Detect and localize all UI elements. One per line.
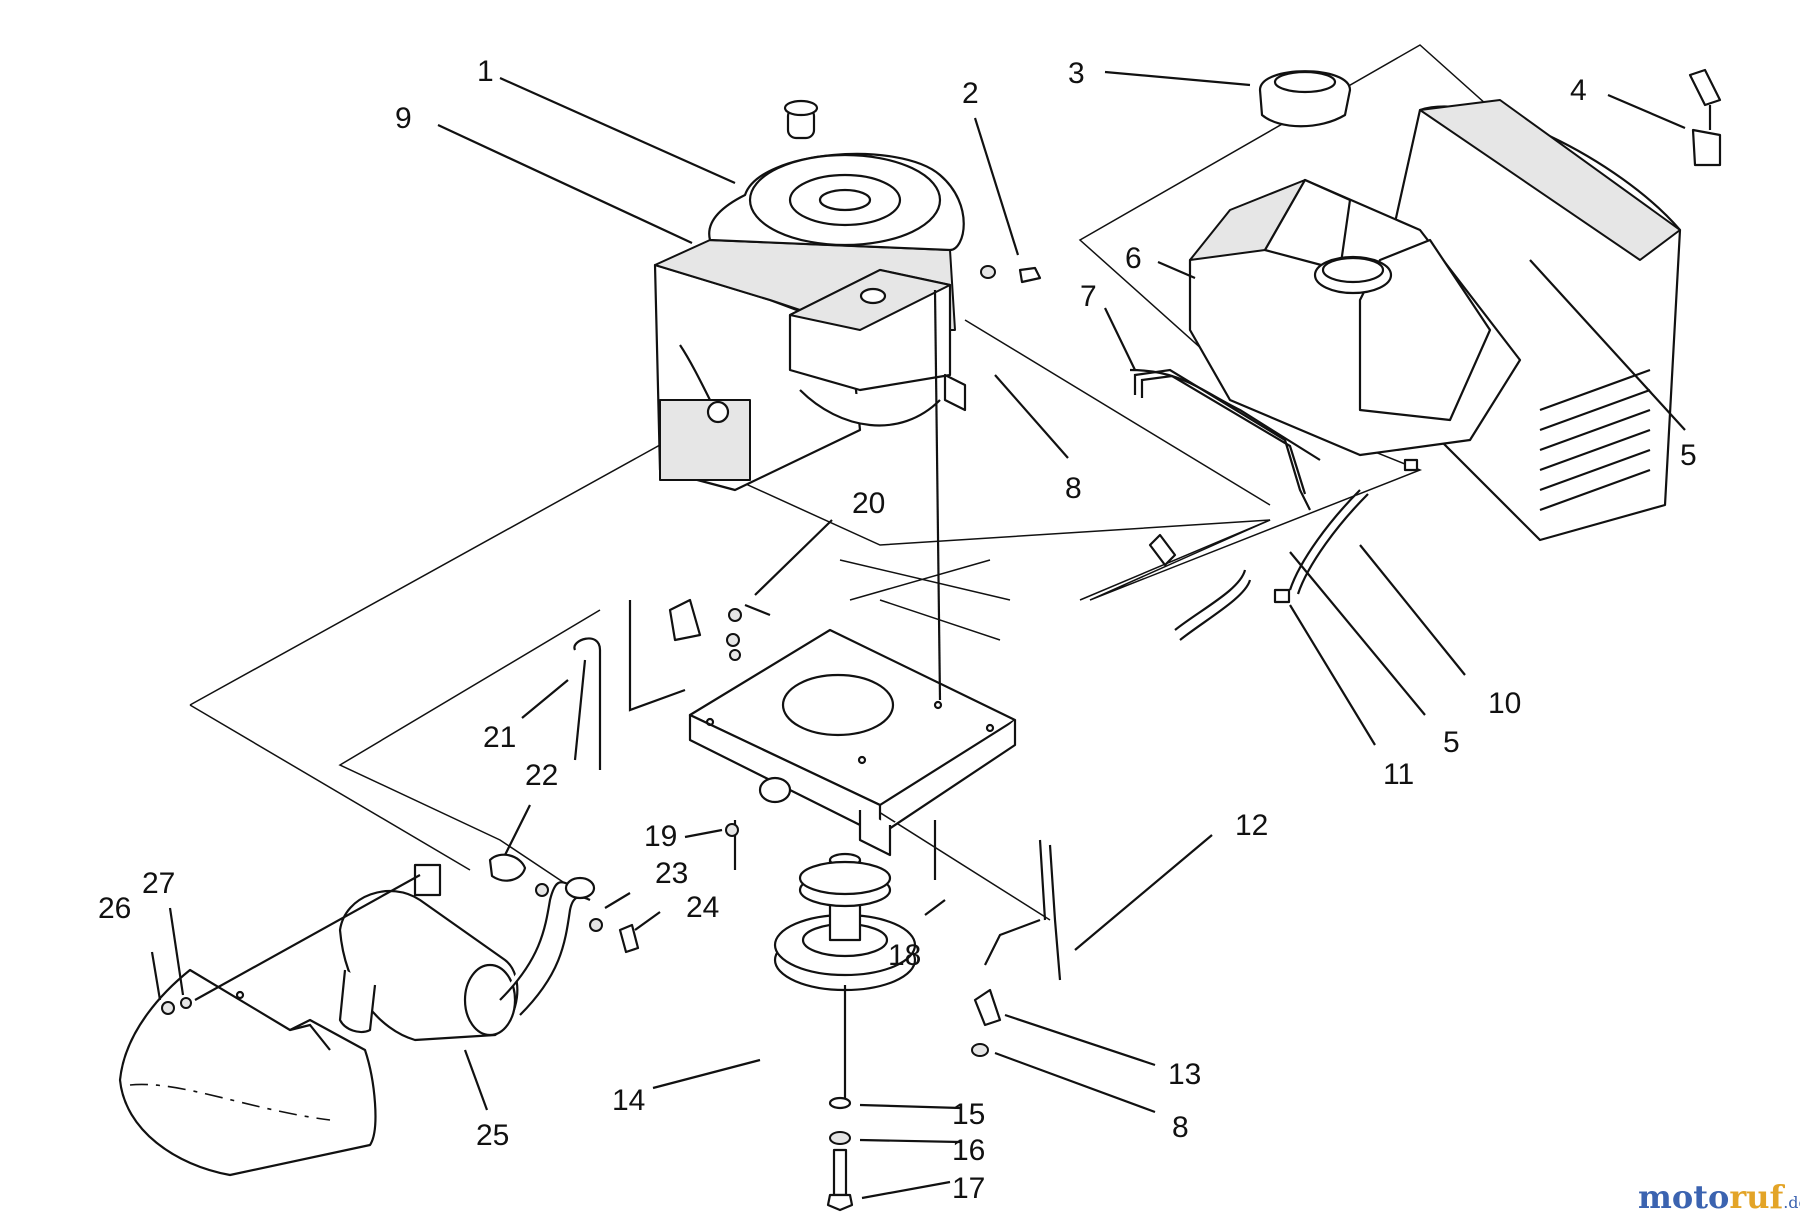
watermark-logo: motoruf.de bbox=[1638, 1178, 1800, 1216]
callout-6: 6 bbox=[1125, 242, 1142, 275]
callout-25: 25 bbox=[476, 1119, 509, 1152]
callout-3: 3 bbox=[1068, 57, 1085, 90]
callout-10: 10 bbox=[1488, 687, 1521, 720]
callout-labels: 1 2 3 4 5 5 6 7 8 8 9 10 11 12 13 14 15 … bbox=[98, 55, 1697, 1205]
callout-8-top: 8 bbox=[1065, 472, 1082, 505]
engine-assembly bbox=[653, 99, 967, 492]
watermark-suffix: .de bbox=[1783, 1193, 1800, 1212]
callout-8-bottom: 8 bbox=[1172, 1111, 1189, 1144]
svg-text:motoruf.de: motoruf.de bbox=[1638, 1178, 1800, 1216]
callout-16: 16 bbox=[952, 1134, 985, 1167]
callout-9: 9 bbox=[395, 102, 412, 135]
leader-lines bbox=[150, 70, 1686, 1200]
callout-20: 20 bbox=[852, 487, 885, 520]
callout-18: 18 bbox=[888, 939, 921, 972]
engine-mount-plate bbox=[688, 289, 1017, 880]
callout-13: 13 bbox=[1168, 1058, 1201, 1091]
muffler-assembly bbox=[338, 853, 640, 1042]
callout-12: 12 bbox=[1235, 809, 1268, 842]
callout-15: 15 bbox=[952, 1098, 985, 1131]
rods-and-brackets bbox=[573, 265, 1311, 1057]
callout-1: 1 bbox=[477, 55, 494, 88]
callout-21: 21 bbox=[483, 721, 516, 754]
callout-5-top: 5 bbox=[1680, 439, 1697, 472]
watermark-ruf: ruf bbox=[1729, 1178, 1785, 1216]
callout-5-bottom: 5 bbox=[1443, 726, 1460, 759]
callout-26: 26 bbox=[98, 892, 131, 925]
callout-24: 24 bbox=[686, 891, 719, 924]
callout-17: 17 bbox=[952, 1172, 985, 1205]
callout-19: 19 bbox=[644, 820, 677, 853]
callout-22: 22 bbox=[525, 759, 558, 792]
assembly-outline bbox=[189, 44, 1611, 921]
heat-shield bbox=[118, 874, 421, 1177]
callout-27: 27 bbox=[142, 867, 175, 900]
watermark-moto: moto bbox=[1638, 1178, 1729, 1216]
fuel-tank-fender-assembly bbox=[1129, 68, 1722, 641]
callout-11: 11 bbox=[1383, 758, 1414, 791]
callout-2: 2 bbox=[962, 77, 979, 110]
callout-7: 7 bbox=[1080, 280, 1097, 313]
callout-4: 4 bbox=[1570, 74, 1587, 107]
callout-14: 14 bbox=[612, 1084, 645, 1117]
pulley-assembly bbox=[773, 852, 917, 1212]
callout-23: 23 bbox=[655, 857, 688, 890]
